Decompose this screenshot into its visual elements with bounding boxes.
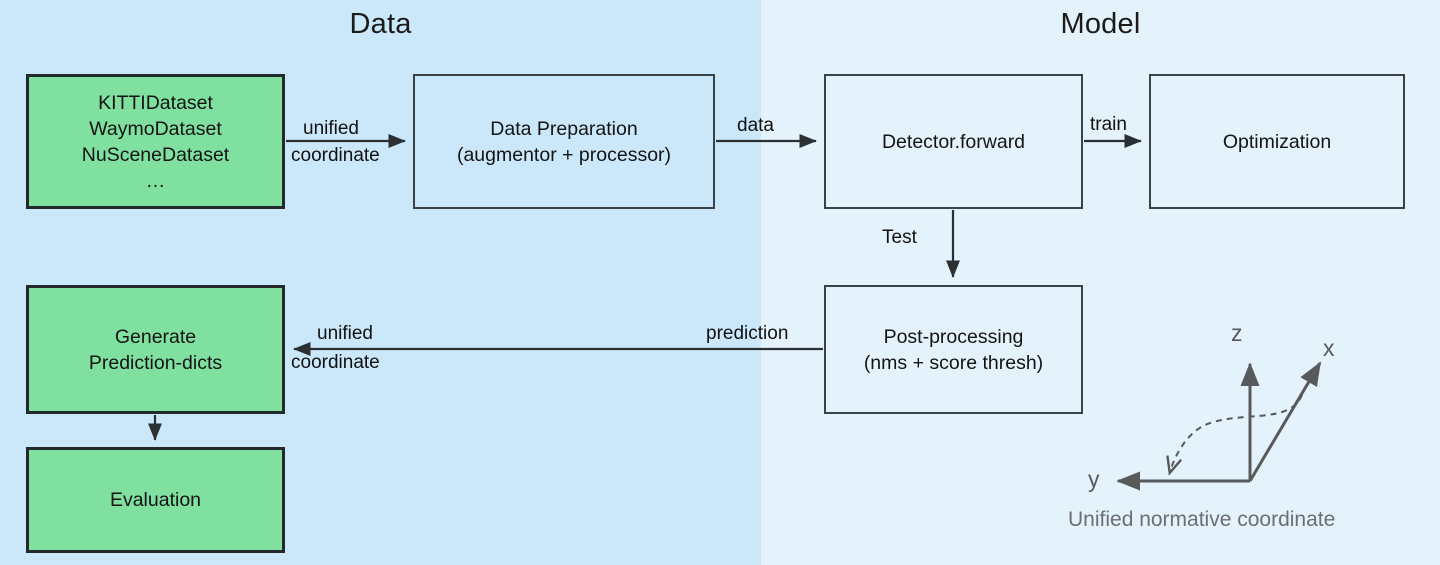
node-data-preparation-line-1: Data Preparation — [490, 117, 638, 140]
edge-label-train: train — [1090, 114, 1127, 135]
node-datasets[interactable]: KITTIDataset WaymoDataset NuSceneDataset… — [26, 74, 285, 209]
node-post-processing-line-1: Post-processing — [883, 325, 1024, 348]
panel-title-data: Data — [349, 8, 412, 40]
edge-label-unified-top: unified — [303, 118, 359, 139]
node-generate-prediction-dicts-line-1: Generate — [114, 325, 197, 348]
node-datasets-line-4: … — [145, 169, 166, 192]
axis-label-x: x — [1323, 335, 1335, 361]
node-data-preparation-line-2: (augmentor + processor) — [456, 143, 672, 166]
axis-label-z: z — [1231, 320, 1243, 346]
node-data-preparation[interactable]: Data Preparation (augmentor + processor) — [413, 74, 715, 209]
node-generate-prediction-dicts[interactable]: Generate Prediction-dicts — [26, 285, 285, 414]
node-datasets-line-3: NuSceneDataset — [81, 143, 230, 166]
edge-label-coordinate-top: coordinate — [291, 145, 380, 166]
panel-title-model: Model — [1060, 8, 1141, 40]
edge-label-coordinate-bottom: coordinate — [291, 352, 380, 373]
node-evaluation-label: Evaluation — [109, 489, 202, 511]
node-datasets-line-2: WaymoDataset — [89, 117, 222, 140]
node-datasets-line-1: KITTIDataset — [98, 91, 213, 114]
node-optimization[interactable]: Optimization — [1149, 74, 1405, 209]
edge-label-test: Test — [882, 227, 917, 248]
node-evaluation[interactable]: Evaluation — [26, 447, 285, 553]
node-detector-forward[interactable]: Detector.forward — [824, 74, 1083, 209]
edge-label-data: data — [737, 115, 774, 136]
edge-label-prediction: prediction — [706, 323, 789, 344]
node-detector-forward-label: Detector.forward — [881, 130, 1026, 153]
node-generate-prediction-dicts-line-2: Prediction-dicts — [88, 351, 223, 374]
coordinate-caption: Unified normative coordinate — [1068, 508, 1336, 531]
axis-label-y: y — [1088, 466, 1100, 492]
node-optimization-label: Optimization — [1222, 130, 1332, 153]
node-post-processing-line-2: (nms + score thresh) — [863, 351, 1044, 374]
node-post-processing[interactable]: Post-processing (nms + score thresh) — [824, 285, 1083, 414]
edge-label-unified-bottom: unified — [317, 323, 373, 344]
